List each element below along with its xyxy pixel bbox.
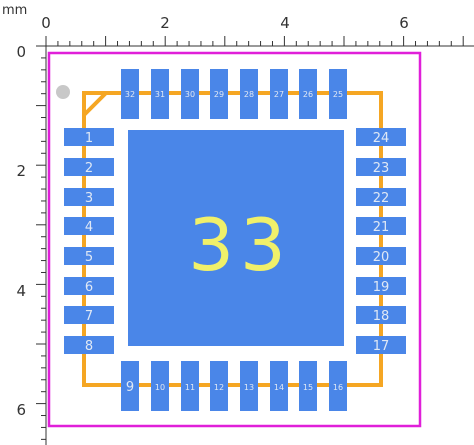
pad-label-13: 13	[244, 383, 254, 392]
silkscreen-corner-top-left	[82, 91, 106, 115]
pad-13[interactable]	[240, 361, 258, 411]
pad-23[interactable]	[356, 158, 406, 176]
pad-20[interactable]	[356, 247, 406, 265]
y-tick-label-2: 2	[16, 162, 26, 180]
pad-14[interactable]	[270, 361, 288, 411]
pad-30[interactable]	[181, 69, 199, 119]
pad-4[interactable]	[64, 217, 114, 235]
top-ruler-ticks	[45, 36, 464, 46]
courtyard-outline	[47, 51, 422, 428]
x-tick-label-2: 2	[160, 14, 170, 32]
pads-left: 1 2 3 4 5 6 7 8	[64, 128, 114, 354]
pad-label-9: 9	[126, 380, 134, 395]
pad-label-19: 19	[373, 280, 390, 295]
pad-17[interactable]	[356, 336, 406, 354]
ruler-unit-label: mm	[2, 3, 27, 18]
x-tick-label-0: 0	[41, 14, 51, 32]
pad-label-11: 11	[185, 383, 195, 392]
pad-27[interactable]	[270, 69, 288, 119]
y-tick-label-4: 4	[16, 282, 26, 300]
pad-8[interactable]	[64, 336, 114, 354]
pad-11[interactable]	[181, 361, 199, 411]
pads-right: 17 18 19 20 21 22 23 24	[356, 128, 406, 354]
x-tick-label-6: 6	[399, 14, 409, 32]
pad-21[interactable]	[356, 217, 406, 235]
pad-label-24: 24	[373, 131, 390, 146]
pad-label-18: 18	[373, 309, 390, 324]
pad-label-31: 31	[155, 90, 165, 99]
pad-label-27: 27	[274, 90, 284, 99]
pad-3[interactable]	[64, 188, 114, 206]
pad-22[interactable]	[356, 188, 406, 206]
silkscreen-corner-bottom-left	[82, 360, 106, 387]
pad-label-14: 14	[274, 383, 284, 392]
pad-label-21: 21	[373, 220, 390, 235]
pad-label-16: 16	[333, 383, 343, 392]
pad-label-30: 30	[185, 90, 195, 99]
pad-29[interactable]	[210, 69, 228, 119]
pad-18[interactable]	[356, 306, 406, 324]
pad-26[interactable]	[299, 69, 317, 119]
pad-31[interactable]	[151, 69, 169, 119]
pad-label-25: 25	[333, 90, 343, 99]
pad-label-22: 22	[373, 191, 390, 206]
y-tick-label-6: 6	[16, 401, 26, 419]
pad-19[interactable]	[356, 277, 406, 295]
pad-label-10: 10	[155, 383, 165, 392]
pad-label-8: 8	[85, 339, 93, 354]
pad-label-2: 2	[85, 161, 93, 176]
pad-10[interactable]	[151, 361, 169, 411]
pad-label-7: 7	[85, 309, 93, 324]
pad-7[interactable]	[64, 306, 114, 324]
pin1-chamfer-line	[82, 91, 108, 117]
left-ruler-ticks	[36, 45, 46, 440]
pad-15[interactable]	[299, 361, 317, 411]
pad-label-1: 1	[85, 131, 93, 146]
x-tick-label-4: 4	[280, 14, 290, 32]
pad-24[interactable]	[356, 128, 406, 146]
pad-label-12: 12	[214, 383, 224, 392]
y-tick-label-0: 0	[16, 43, 26, 61]
pad-9[interactable]	[121, 361, 139, 411]
silkscreen-corner-top-right	[360, 91, 383, 115]
pad-28[interactable]	[240, 69, 258, 119]
pad-label-5: 5	[85, 250, 93, 265]
pad-label-15: 15	[303, 383, 313, 392]
center-pad-label: 33	[188, 203, 292, 287]
pad-label-17: 17	[373, 339, 390, 354]
pad-label-6: 6	[85, 280, 93, 295]
pad-label-26: 26	[303, 90, 313, 99]
pad-label-23: 23	[373, 161, 390, 176]
ruler: mm 0 2 4 6 0 2 4 6	[2, 3, 474, 445]
pad-2[interactable]	[64, 158, 114, 176]
pad-label-3: 3	[85, 191, 93, 206]
pad-16[interactable]	[329, 361, 347, 411]
pin1-marker-dot	[56, 85, 70, 99]
pad-label-20: 20	[373, 250, 390, 265]
pad-12[interactable]	[210, 361, 228, 411]
pad-label-32: 32	[125, 90, 135, 99]
pad-1[interactable]	[64, 128, 114, 146]
pad-5[interactable]	[64, 247, 114, 265]
silkscreen-corner-bottom-right	[360, 360, 383, 387]
pad-6[interactable]	[64, 277, 114, 295]
center-pad[interactable]	[128, 130, 344, 346]
pad-32[interactable]	[121, 69, 139, 119]
pad-label-29: 29	[214, 90, 224, 99]
pads-top: 25 26 27 28 29 30 31 32	[121, 69, 347, 119]
pads-bottom: 9 10 11 12 13 14 15 16	[121, 361, 347, 411]
pad-label-4: 4	[85, 220, 93, 235]
pad-label-28: 28	[244, 90, 254, 99]
pad-25[interactable]	[329, 69, 347, 119]
